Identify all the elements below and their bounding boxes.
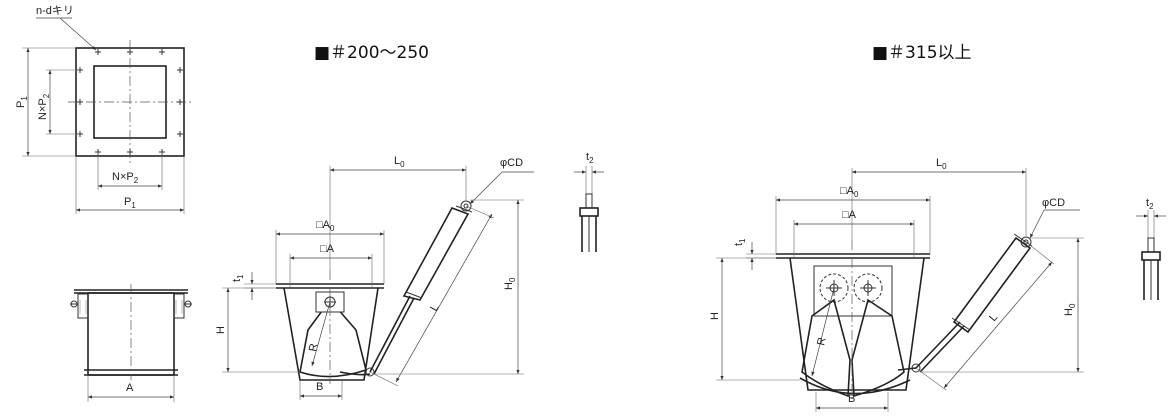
r-label-right: R — [815, 336, 828, 346]
cd-label-mid: φCD — [500, 157, 523, 169]
gate-315-view: ■＃315以上 φCD — [709, 43, 1166, 412]
p1-label-horizontal: P1 — [124, 196, 136, 210]
gate-200-250-view: ■＃200～250 φCD L0 — [215, 43, 604, 400]
svg-text:t2: t2 — [586, 151, 594, 165]
flange-plan-view: n-dキリ P1 N×P2 N×P2 P1 — [15, 5, 192, 214]
svg-text:t2: t2 — [1146, 197, 1154, 211]
a-label-mid: □A — [320, 243, 335, 255]
mid-title: ■＃200～250 — [314, 43, 429, 63]
nxp2-label-vertical: N×P2 — [37, 93, 51, 120]
a-label-right: □A — [842, 209, 857, 221]
clevis-detail-right: t2 — [1136, 197, 1166, 300]
a-label-side: A — [126, 382, 134, 394]
h0-label-mid: H0 — [503, 277, 517, 290]
h-label-right: H — [709, 312, 721, 320]
b-label-mid: B — [316, 381, 323, 393]
cylinder-mid — [369, 200, 473, 375]
h0-label-right: H0 — [1063, 303, 1077, 316]
gate-side-view: A — [70, 284, 192, 402]
cylinder-right — [915, 233, 1033, 373]
l-label-right: L — [987, 312, 1000, 324]
a0-label-mid: □A0 — [316, 219, 335, 233]
b-label-right: B — [848, 393, 855, 405]
clevis-detail-mid: t2 — [574, 151, 604, 252]
l0-label-right: L0 — [936, 157, 947, 171]
nxp2-label-horizontal: N×P2 — [112, 171, 139, 185]
t1-label-mid: t1 — [231, 274, 245, 282]
a0-label-right: □A0 — [840, 185, 859, 199]
p1-label-vertical: P1 — [15, 96, 29, 108]
t1-label-right: t1 — [733, 238, 747, 246]
cd-label-right: φCD — [1042, 197, 1065, 209]
l-label-mid: L — [428, 302, 441, 313]
h-label-mid: H — [215, 326, 227, 334]
hole-note: n-dキリ — [36, 5, 74, 17]
r-label-mid: R — [307, 343, 320, 353]
l0-label-mid: L0 — [394, 155, 405, 169]
right-title: ■＃315以上 — [872, 43, 972, 63]
